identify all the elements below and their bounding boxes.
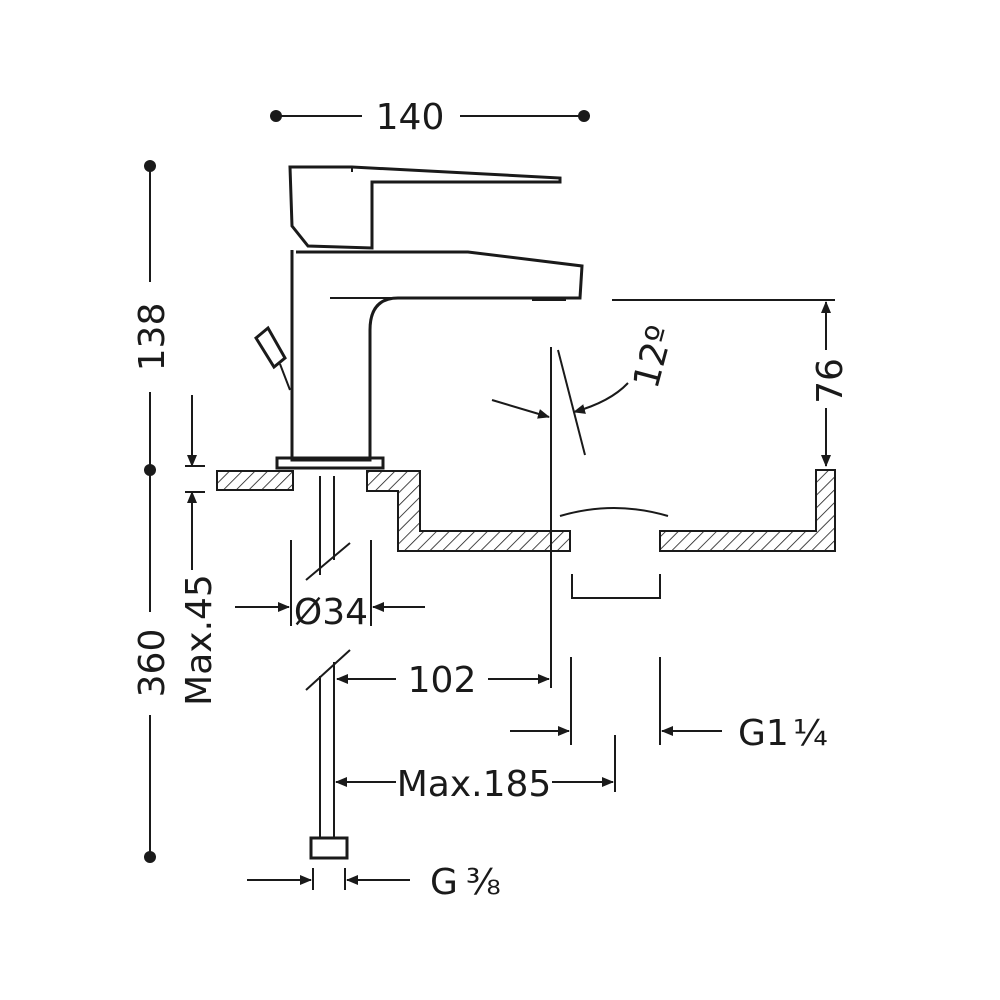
dimension-line: [573, 382, 629, 414]
lever-handle: [288, 165, 562, 250]
countertop-section: [216, 469, 836, 599]
hose-connector: [309, 836, 349, 860]
dimension-label-138: 138: [132, 303, 173, 372]
dimension-max-45: Max.45: [179, 395, 220, 706]
base-plate: [275, 456, 385, 470]
dimension-label-76: 76: [810, 358, 851, 404]
dimension-endpoint-dot: [144, 851, 156, 863]
basin-right-hatch: [659, 469, 836, 552]
dimension-reach-102: 102: [336, 660, 550, 701]
dimension-height-76: 76: [612, 299, 851, 467]
faucet-body: [254, 165, 584, 470]
dimension-label-360: 360: [132, 629, 173, 698]
dimension-endpoint-dot: [144, 160, 156, 172]
deck-left-hatch: [216, 470, 294, 491]
dimension-label-d34: Ø34: [294, 592, 368, 633]
drain-plug-curve: [559, 507, 669, 517]
dimension-line: [491, 399, 550, 419]
hose-break: [305, 649, 351, 691]
dimension-hole-d34: Ø34: [235, 540, 425, 633]
hose-break: [305, 542, 351, 581]
dimension-angle-12: 12º: [491, 321, 682, 688]
waste-body: [571, 574, 661, 599]
dimension-max-185: Max.185: [335, 735, 616, 805]
dimension-label-max185: Max.185: [397, 764, 552, 805]
flex-hose: [305, 476, 351, 860]
dimension-label: 140: [376, 97, 445, 138]
dimension-label-12deg: 12º: [626, 321, 682, 392]
dimension-endpoint-dot: [144, 464, 156, 476]
pop-up-rod-stem: [279, 363, 291, 391]
dimension-label-102: 102: [408, 660, 477, 701]
deck-right-hatch: [366, 470, 571, 552]
dimension-label-max45: Max.45: [179, 574, 220, 706]
spout: [290, 250, 584, 462]
dimension-height-138-360: 138 360: [132, 160, 173, 863]
angle-line: [557, 349, 586, 456]
dimension-width-140: 140: [270, 97, 590, 138]
pop-up-rod: [254, 325, 287, 370]
